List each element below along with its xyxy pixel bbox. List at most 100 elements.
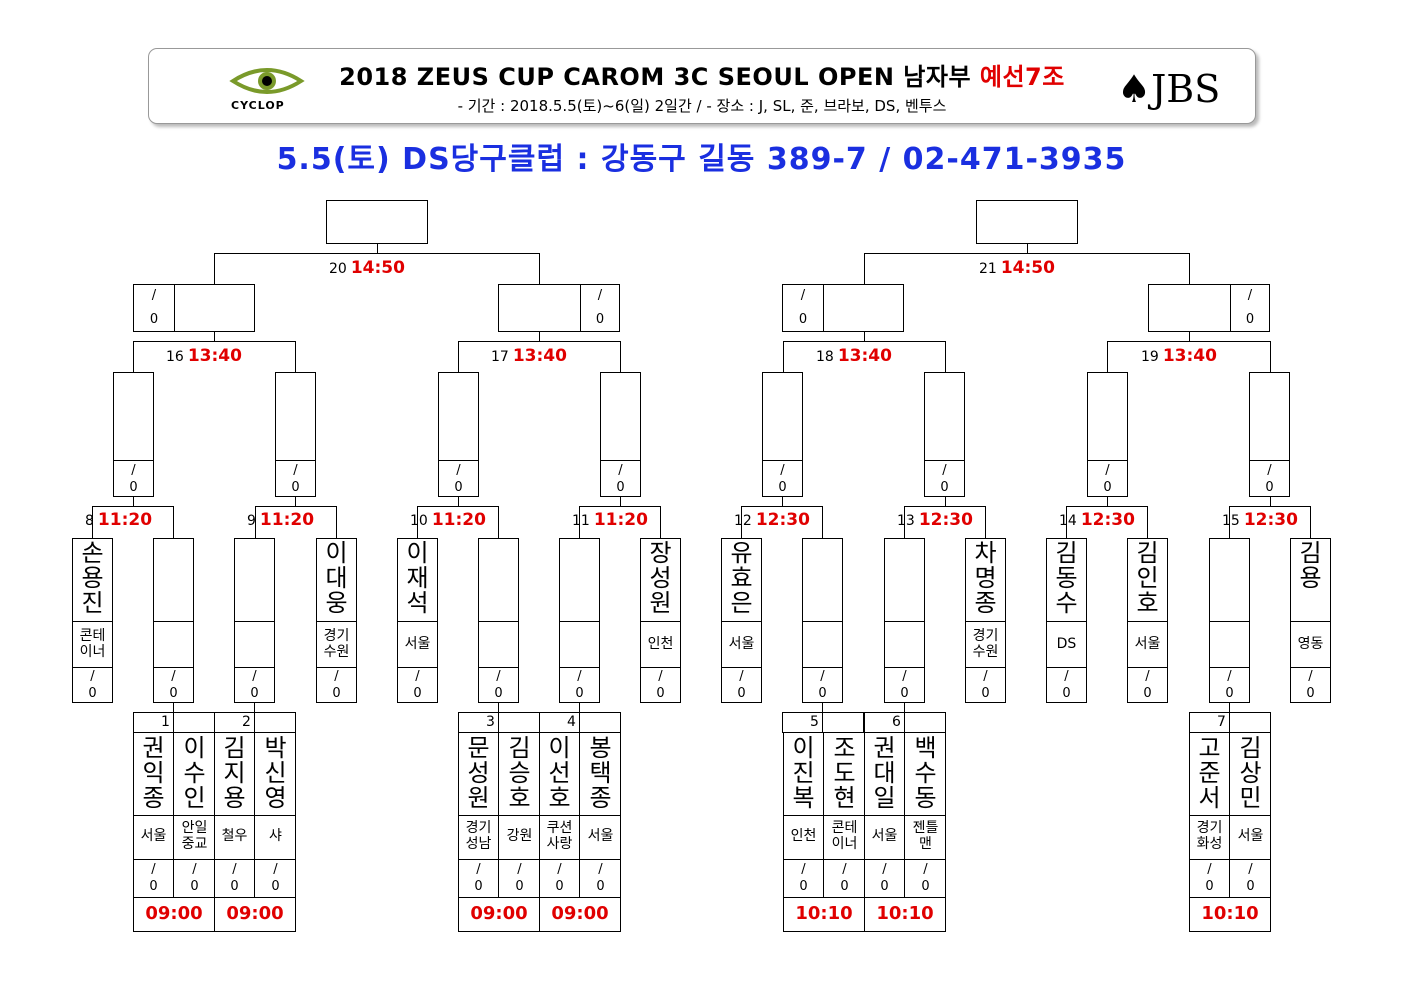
bracket-line — [478, 621, 519, 622]
jbs-logo: ♠JBS — [1117, 67, 1220, 111]
bracket-line — [234, 621, 275, 622]
bracket-line — [1290, 667, 1331, 668]
bracket-line — [579, 506, 661, 507]
first-round-number: 1 — [161, 714, 170, 730]
bracket-line — [559, 667, 600, 668]
match-time: 09:00 — [470, 903, 528, 924]
first-round-number: 6 — [892, 714, 901, 730]
match-time: 11:20 — [431, 510, 486, 530]
player-region: 경기 수원 — [323, 628, 350, 660]
bracket-line — [1189, 815, 1271, 816]
bracket-line — [640, 621, 681, 622]
bracket-line — [1229, 703, 1230, 713]
player-name: 봉 택 종 — [589, 734, 612, 812]
bracket-line — [985, 506, 986, 539]
bracket-line — [1189, 897, 1271, 898]
bracket-line — [741, 506, 823, 507]
bracket-line — [133, 497, 134, 507]
match-time: 09:00 — [551, 903, 609, 924]
player-column — [721, 538, 762, 703]
match-time: 14:50 — [350, 258, 405, 278]
first-round-box — [864, 732, 946, 932]
bracket-line — [579, 712, 580, 733]
quarter-box — [924, 372, 965, 497]
bracket-line — [316, 621, 357, 622]
first-round-box — [214, 732, 296, 932]
player-region: 경기 성남 — [465, 820, 492, 852]
player-name: 이 선 호 — [548, 734, 571, 812]
player-region: 영동 — [1297, 636, 1324, 652]
bracket-line — [1270, 497, 1271, 507]
bracket-line — [1189, 859, 1271, 860]
match-number: 19 — [1141, 349, 1159, 365]
bracket-line — [133, 341, 296, 342]
player-column — [1046, 538, 1087, 703]
first-round-box — [1189, 732, 1271, 932]
player-name: 백 수 동 — [914, 734, 937, 812]
score-cell: / 0 — [1265, 463, 1274, 495]
title-main: 2018 ZEUS CUP CAROM 3C SEOUL OPEN 남자부 — [339, 63, 980, 91]
player-name: 이 수 인 — [183, 734, 206, 812]
bracket-line — [1066, 506, 1148, 507]
score-cell: / 0 — [149, 288, 159, 327]
player-column — [478, 538, 519, 703]
bracket-line — [1310, 506, 1311, 539]
bracket-line — [478, 667, 519, 668]
bracket-line — [864, 253, 1190, 254]
bracket-line — [1189, 332, 1190, 342]
bracket-line — [904, 506, 905, 539]
bracket-line — [275, 460, 316, 461]
bracket-line — [153, 667, 194, 668]
player-region: 콘테 이너 — [79, 628, 106, 660]
title-group: 예선7조 — [979, 63, 1065, 91]
player-name: 문 성 원 — [467, 734, 490, 812]
match-time: 13:40 — [1162, 346, 1217, 366]
player-name: 권 익 종 — [142, 734, 165, 812]
score-cell: / 0 — [616, 463, 625, 495]
bracket-line — [498, 506, 499, 539]
bracket-line — [1229, 506, 1230, 539]
header-banner: CYCLOP 2018 ZEUS CUP CAROM 3C SEOUL OPEN… — [148, 48, 1256, 124]
bracket-line — [783, 897, 865, 898]
score-cell: / 0 — [921, 862, 930, 894]
page-title: 2018 ZEUS CUP CAROM 3C SEOUL OPEN 남자부 예선… — [149, 57, 1255, 92]
player-column — [884, 538, 925, 703]
score-cell: / 0 — [1245, 288, 1255, 327]
score-cell: / 0 — [818, 669, 827, 701]
bracket-line — [255, 506, 256, 539]
score-cell: / 0 — [799, 862, 808, 894]
bracket-line — [864, 253, 865, 285]
spade-icon: ♠ — [1117, 67, 1152, 111]
score-cell: / 0 — [494, 669, 503, 701]
score-cell: / 0 — [575, 669, 584, 701]
final-winner-box — [976, 200, 1078, 244]
match-number-box — [864, 712, 946, 733]
bracket-line — [153, 621, 194, 622]
player-column — [1127, 538, 1168, 703]
bracket-line — [234, 667, 275, 668]
score-box — [133, 284, 175, 332]
first-round-number: 5 — [810, 714, 819, 730]
match-number: 20 — [329, 261, 347, 277]
bracket-line — [762, 460, 803, 461]
match-number: 12 — [734, 513, 752, 529]
bracket-line — [579, 506, 580, 539]
score-cell: / 0 — [840, 862, 849, 894]
bracket-line — [1107, 341, 1271, 342]
score-cell: / 0 — [798, 288, 808, 327]
score-cell: / 0 — [474, 862, 483, 894]
score-box — [580, 284, 620, 332]
bracket-line — [255, 506, 337, 507]
match-time: 10:10 — [876, 903, 934, 924]
player-name: 김 상 민 — [1239, 734, 1262, 812]
bracket-line — [1270, 341, 1271, 373]
match-time: 14:50 — [1000, 258, 1055, 278]
quarter-box — [275, 372, 316, 497]
player-name: 차 명 종 — [974, 539, 997, 617]
score-cell: / 0 — [129, 463, 138, 495]
match-number: 13 — [897, 513, 915, 529]
bracket-line — [316, 667, 357, 668]
